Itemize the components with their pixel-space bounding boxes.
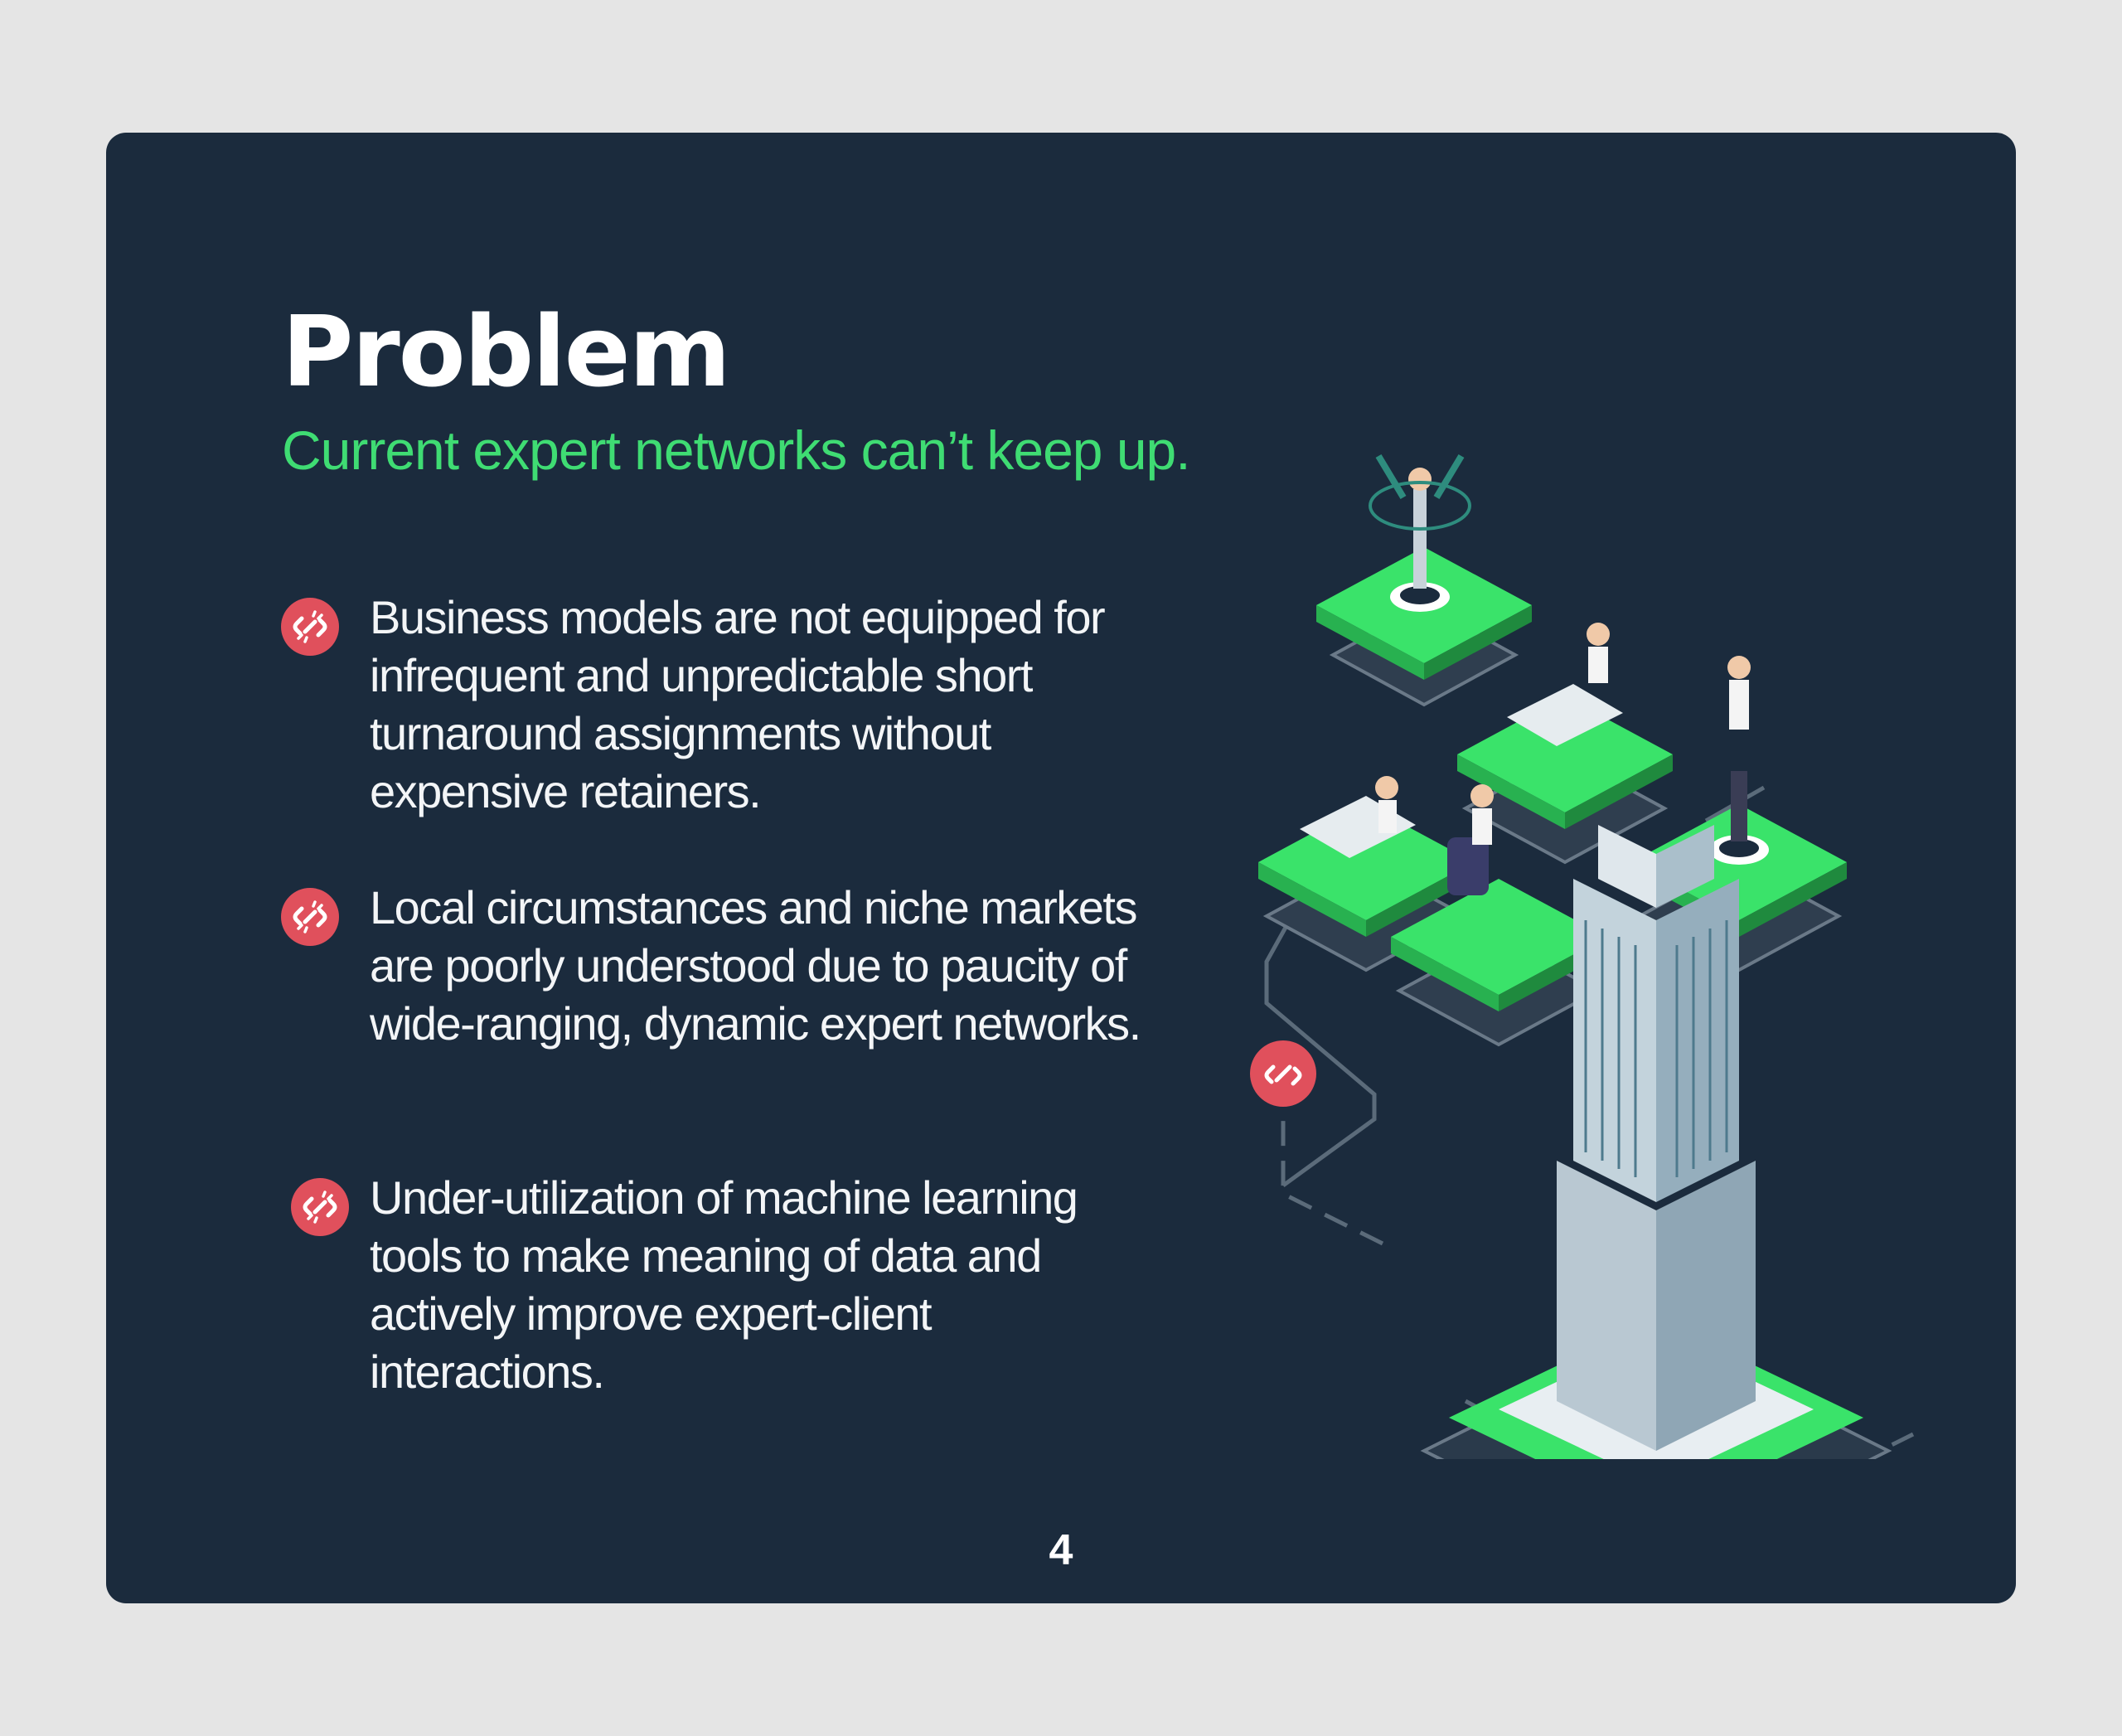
expert-platform-bottom — [1391, 784, 1606, 1047]
slide: Problem Current expert networks can’t ke… — [106, 133, 2016, 1603]
expert-platform-middle — [1457, 623, 1673, 865]
broken-link-icon — [291, 1178, 349, 1236]
broken-link-icon — [281, 888, 339, 946]
page-number: 4 — [1049, 1526, 1073, 1574]
problem-text: Under-utilization of machine learning to… — [370, 1171, 1078, 1398]
problem-text: Business models are not equipped for inf… — [370, 591, 1106, 817]
connector-line — [1264, 885, 1377, 1188]
expert-platform-top — [1316, 453, 1532, 707]
dashed-connector — [1281, 1094, 1384, 1246]
network-illustration — [1250, 453, 1915, 1459]
slide-title: Problem — [282, 294, 731, 409]
problem-text: Local circumstances and niche markets ar… — [370, 881, 1141, 1050]
slide-subtitle: Current expert networks can’t keep up. — [282, 419, 1191, 481]
broken-link-icon — [1250, 1040, 1316, 1107]
office-building — [1420, 825, 1892, 1459]
broken-link-icon — [281, 598, 339, 656]
